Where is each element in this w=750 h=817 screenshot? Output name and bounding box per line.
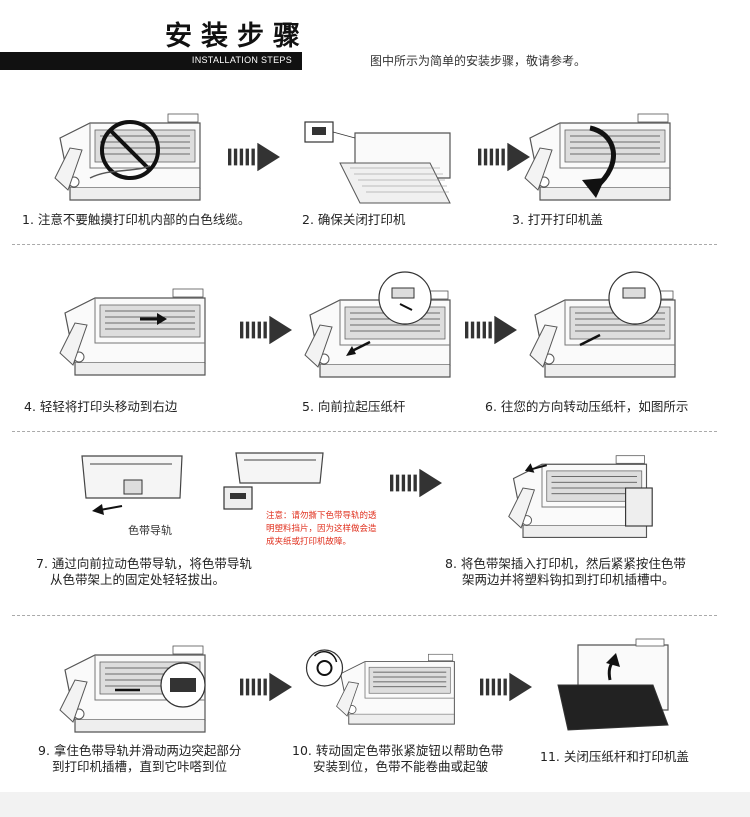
- header-subtitle: INSTALLATION STEPS: [191, 55, 292, 65]
- step6-caption: 6. 往您的方向转动压纸杆，如图所示: [485, 399, 689, 414]
- step5-illustration: [300, 270, 460, 385]
- arrow-icon: [480, 672, 532, 702]
- step6-illustration: [525, 270, 685, 385]
- step10-caption-line1: 10. 转动固定色带张紧旋钮以帮助色带: [292, 743, 504, 758]
- ribbon-guide-detail-illustration: [218, 445, 328, 520]
- page-title: 安装步骤: [165, 21, 309, 52]
- step2-illustration: [300, 108, 460, 208]
- step9-caption-line2: 到打印机插槽，直到它咔嗒到位: [52, 759, 228, 774]
- arrow-icon: [390, 468, 442, 498]
- warning-note-line1: 注意：请勿撕下色带导轨的透: [266, 511, 377, 521]
- step10-illustration: [300, 640, 465, 740]
- step10-caption-line2: 安装到位，色带不能卷曲或起皱: [313, 759, 489, 774]
- warning-note-line3: 成夹纸或打印机故障。: [266, 537, 352, 547]
- divider: [12, 615, 717, 616]
- step8-illustration: [495, 450, 665, 545]
- step8-caption-line2: 架两边并将塑料钩扣到打印机插槽中。: [462, 572, 675, 587]
- warning-note-line2: 明塑料挡片，因为这样做会造: [266, 524, 377, 534]
- step2-caption: 2. 确保关闭打印机: [302, 212, 406, 227]
- step1-caption: 1. 注意不要触摸打印机内部的白色线缆。: [22, 212, 251, 227]
- step1-illustration: [50, 108, 210, 208]
- divider: [12, 244, 717, 245]
- arrow-icon: [240, 315, 292, 345]
- divider: [12, 431, 717, 432]
- arrow-icon: [465, 315, 517, 345]
- footer-band: [0, 792, 750, 817]
- step9-caption-line1: 9. 拿住色带导轨并滑动两边突起部分: [38, 743, 242, 758]
- step8-caption-line1: 8. 将色带架插入打印机，然后紧紧按住色带: [445, 556, 686, 571]
- step3-illustration: [520, 108, 680, 208]
- ribbon-guide-label: 色带导轨: [128, 524, 172, 537]
- step9-illustration: [50, 640, 220, 740]
- arrow-icon: [228, 142, 280, 172]
- step3-caption: 3. 打开打印机盖: [512, 212, 603, 227]
- step7-caption-line2: 从色带架上的固定处轻轻拔出。: [50, 572, 226, 587]
- ribbon-cartridge-illustration: [72, 448, 192, 523]
- header-bar: INSTALLATION STEPS: [0, 52, 302, 70]
- arrow-icon: [240, 672, 292, 702]
- step5-caption: 5. 向前拉起压纸杆: [302, 399, 406, 414]
- step4-illustration: [50, 283, 220, 383]
- step11-caption: 11. 关闭压纸杆和打印机盖: [540, 749, 689, 764]
- step7-caption-line1: 7. 通过向前拉动色带导轨，将色带导轨: [36, 556, 252, 571]
- header-note: 图中所示为简单的安装步骤，敬请参考。: [370, 54, 587, 68]
- step11-illustration: [548, 635, 678, 735]
- step4-caption: 4. 轻轻将打印头移动到右边: [24, 399, 178, 414]
